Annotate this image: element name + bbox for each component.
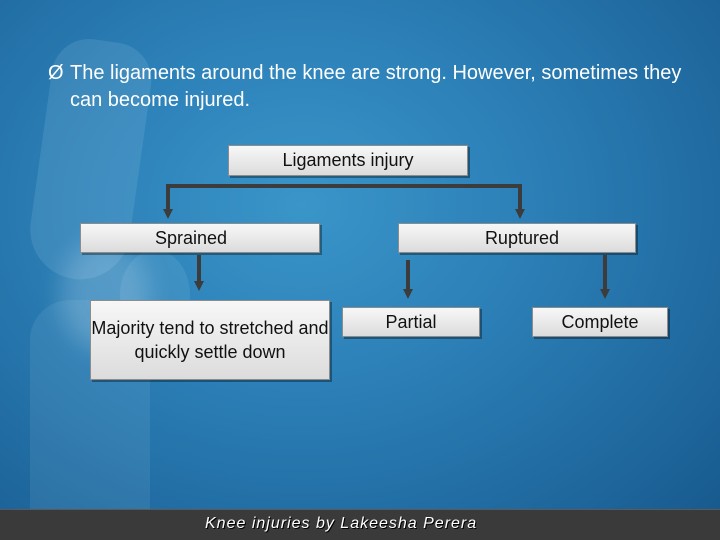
node-complete: Complete <box>532 307 668 337</box>
node-sprained: Sprained <box>80 223 320 253</box>
node-ruptured: Ruptured <box>398 223 636 253</box>
node-majority-description: Majority tend to stretched and quickly s… <box>90 300 330 380</box>
connector-root-branches <box>168 186 520 211</box>
node-partial: Partial <box>342 307 480 337</box>
footer-credit: Knee injuries by Lakeesha Perera <box>205 515 477 533</box>
node-ligaments-injury: Ligaments injury <box>228 145 468 176</box>
